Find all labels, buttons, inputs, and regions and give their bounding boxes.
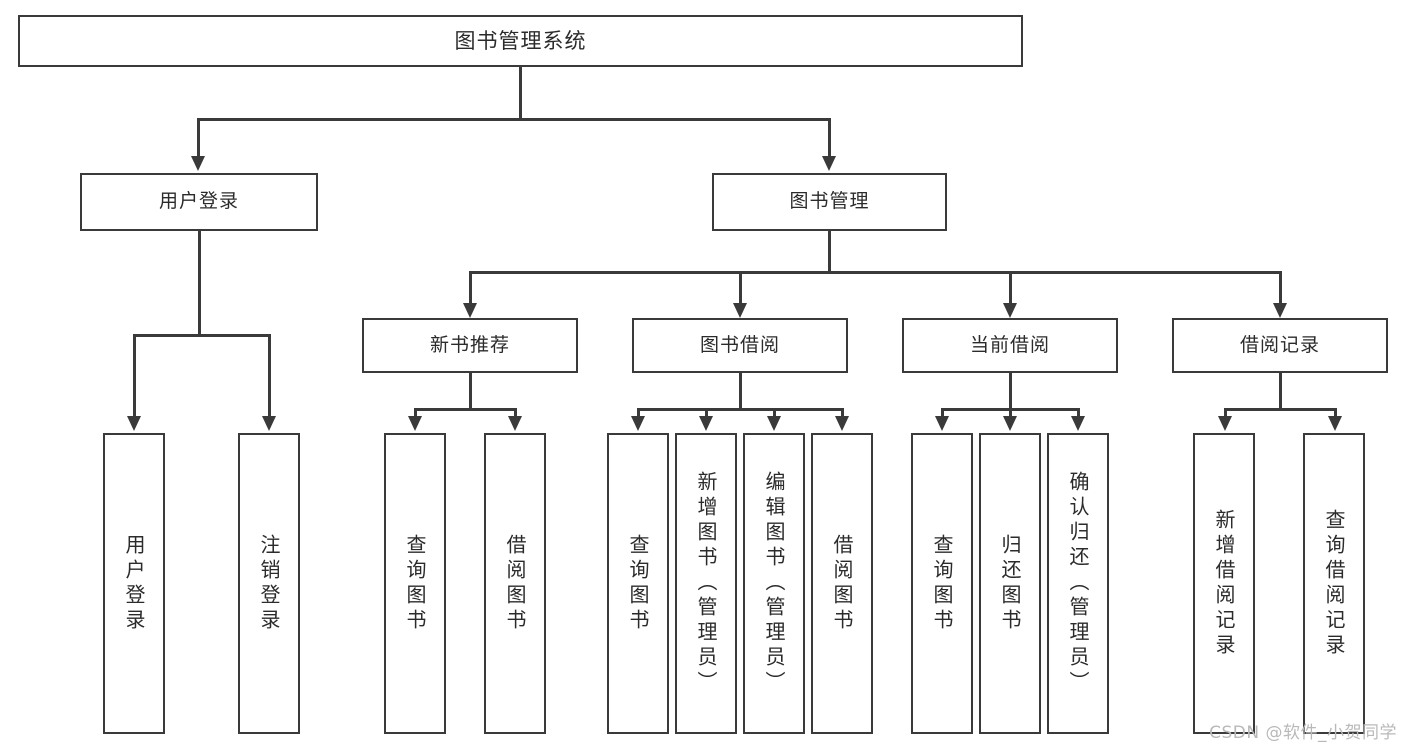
node-label: 借阅图书: [503, 533, 527, 634]
node-current-borrow[interactable]: 当前借阅: [902, 318, 1118, 373]
connector-current-borrow-stem: [1009, 373, 1012, 410]
connector-to-book-borrow: [739, 271, 742, 303]
node-label: 借阅记录: [1239, 333, 1320, 356]
connector-borrow-record-stem: [1279, 373, 1282, 410]
arrow-to-user-login: [191, 156, 205, 171]
connector-user-login-right: [268, 334, 271, 416]
leaf-node-logout[interactable]: 注销登录: [238, 433, 300, 734]
node-user-login[interactable]: 用户登录: [80, 173, 318, 231]
connector-book-borrow-stem: [739, 373, 742, 410]
node-label: 用户登录: [158, 190, 239, 213]
node-label: 借阅图书: [830, 533, 854, 634]
arrow-to-leaf-borrow-book-2: [835, 416, 849, 431]
node-label: 当前借阅: [969, 333, 1050, 356]
connector-borrow-record-bus: [1224, 408, 1336, 411]
node-label: 查询借阅记录: [1322, 508, 1346, 659]
node-label: 用户登录: [122, 533, 146, 634]
arrow-to-leaf-query-book-3: [935, 416, 949, 431]
leaf-node-return-book[interactable]: 归还图书: [979, 433, 1041, 734]
arrow-to-leaf-query-record: [1328, 416, 1342, 431]
leaf-node-add-borrow-record[interactable]: 新增借阅记录: [1193, 433, 1255, 734]
node-new-book-recommend[interactable]: 新书推荐: [362, 318, 578, 373]
connector-book-borrow-b: [705, 408, 708, 416]
node-book-management[interactable]: 图书管理: [712, 173, 947, 231]
arrow-to-leaf-logout: [262, 416, 276, 431]
connector-root-to-user-login: [197, 118, 200, 156]
arrow-to-leaf-add-book: [699, 416, 713, 431]
node-book-borrow[interactable]: 图书借阅: [632, 318, 848, 373]
node-label: 新增借阅记录: [1212, 508, 1236, 659]
connector-borrow-record-b: [1334, 408, 1337, 416]
leaf-node-add-book-admin[interactable]: 新增图书（管理员）: [675, 433, 737, 734]
leaf-node-user-login[interactable]: 用户登录: [103, 433, 165, 734]
node-label: 新书推荐: [429, 333, 510, 356]
connector-root-bus: [197, 118, 830, 121]
connector-current-borrow-c: [1077, 408, 1080, 416]
arrow-to-leaf-return-book: [1003, 416, 1017, 431]
arrow-to-current-borrow: [1003, 303, 1017, 318]
arrow-to-new-book-rec: [463, 303, 477, 318]
connector-book-borrow-c: [773, 408, 776, 416]
connector-new-book-rec-a: [414, 408, 417, 416]
connector-book-borrow-bus: [637, 408, 843, 411]
node-label: 编辑图书（管理员）: [762, 471, 786, 696]
connector-borrow-record-a: [1224, 408, 1227, 416]
connector-book-borrow-a: [637, 408, 640, 416]
node-label: 归还图书: [998, 533, 1022, 634]
arrow-to-leaf-user-login: [127, 416, 141, 431]
arrow-to-leaf-borrow-book-1: [508, 416, 522, 431]
connector-new-book-rec-bus: [414, 408, 516, 411]
node-label: 确认归还（管理员）: [1066, 471, 1090, 696]
arrow-to-book-borrow: [733, 303, 747, 318]
connector-new-book-rec-stem: [469, 373, 472, 410]
connector-user-login-left: [133, 334, 136, 416]
connector-book-borrow-d: [841, 408, 844, 416]
connector-to-borrow-record: [1279, 271, 1282, 303]
leaf-node-query-borrow-record[interactable]: 查询借阅记录: [1303, 433, 1365, 734]
connector-book-manage-bus: [469, 271, 1280, 274]
arrow-to-leaf-query-book-1: [408, 416, 422, 431]
arrow-to-borrow-record: [1273, 303, 1287, 318]
connector-root-to-book-manage: [828, 118, 831, 156]
node-label: 注销登录: [257, 533, 281, 634]
connector-user-login-bus: [133, 334, 270, 337]
connector-root-stem: [519, 67, 522, 120]
leaf-node-borrow-book-new[interactable]: 借阅图书: [484, 433, 546, 734]
connector-to-current-borrow: [1009, 271, 1012, 303]
node-label: 新增图书（管理员）: [694, 471, 718, 696]
node-label: 查询图书: [403, 533, 427, 634]
node-label: 查询图书: [626, 533, 650, 634]
arrow-to-leaf-confirm-return: [1071, 416, 1085, 431]
arrow-to-leaf-edit-book: [767, 416, 781, 431]
node-book-management-system[interactable]: 图书管理系统: [18, 15, 1023, 67]
leaf-node-query-book-current[interactable]: 查询图书: [911, 433, 973, 734]
csdn-watermark: CSDN @软件_小贺同学: [1209, 723, 1397, 743]
node-label: 图书管理系统: [454, 28, 587, 53]
arrow-to-leaf-add-record: [1218, 416, 1232, 431]
node-label: 图书管理: [789, 190, 870, 213]
leaf-node-query-book-new[interactable]: 查询图书: [384, 433, 446, 734]
leaf-node-confirm-return-admin[interactable]: 确认归还（管理员）: [1047, 433, 1109, 734]
connector-to-new-book-rec: [469, 271, 472, 303]
connector-user-login-stem: [198, 231, 201, 336]
arrow-to-book-manage: [822, 156, 836, 171]
connector-current-borrow-b: [1009, 408, 1012, 416]
connector-current-borrow-a: [941, 408, 944, 416]
arrow-to-leaf-query-book-2: [631, 416, 645, 431]
connector-new-book-rec-b: [514, 408, 517, 416]
node-borrow-record[interactable]: 借阅记录: [1172, 318, 1388, 373]
node-label: 查询图书: [930, 533, 954, 634]
connector-book-manage-stem: [828, 231, 831, 273]
node-label: 图书借阅: [699, 333, 780, 356]
leaf-node-borrow-book[interactable]: 借阅图书: [811, 433, 873, 734]
leaf-node-query-book-borrow[interactable]: 查询图书: [607, 433, 669, 734]
leaf-node-edit-book-admin[interactable]: 编辑图书（管理员）: [743, 433, 805, 734]
